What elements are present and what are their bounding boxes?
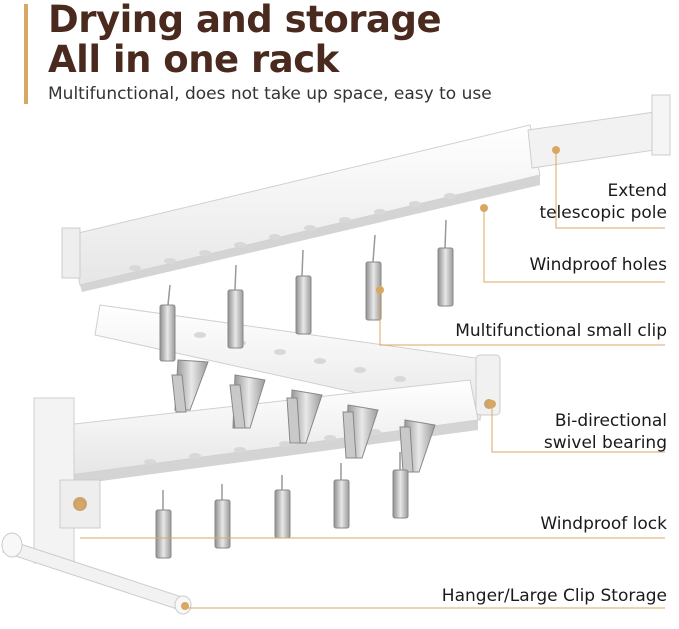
title-line-1: Drying and storage <box>48 0 442 41</box>
callout-swivel-line1: Bi-directional <box>554 411 667 431</box>
leader-lines <box>80 150 665 609</box>
callout-swivel-line2: swivel bearing <box>543 433 667 453</box>
accent-bar <box>24 4 28 104</box>
page-subtitle: Multifunctional, does not take up space,… <box>48 84 492 104</box>
small-clips-upper <box>159 219 454 362</box>
callout-small-clip: Multifunctional small clip <box>455 321 667 341</box>
wall-mount <box>33 397 101 564</box>
leader-dots <box>76 146 560 610</box>
callout-clip-storage: Hanger/Large Clip Storage <box>441 586 667 606</box>
callout-extend-telescopic-pole: Extend telescopic pole <box>539 180 667 224</box>
callout-windproof-lock: Windproof lock <box>540 514 667 534</box>
storage-pole <box>1 532 192 615</box>
page-title: Drying and storage All in one rack <box>48 0 442 81</box>
leader-windproof <box>483 208 665 283</box>
leader-clip <box>379 290 665 346</box>
title-line-2: All in one rack <box>48 38 339 81</box>
callout-extend-line1: Extend <box>607 181 668 201</box>
callout-extend-line2: telescopic pole <box>539 203 667 223</box>
callout-windproof-holes: Windproof holes <box>529 255 667 275</box>
large-clips-middle <box>171 359 436 473</box>
callout-swivel-bearing: Bi-directional swivel bearing <box>544 410 667 454</box>
leader-extend <box>555 150 665 229</box>
leader-swivel <box>491 404 665 453</box>
top-rack-bar <box>61 94 671 292</box>
small-clips-lower <box>155 452 409 559</box>
